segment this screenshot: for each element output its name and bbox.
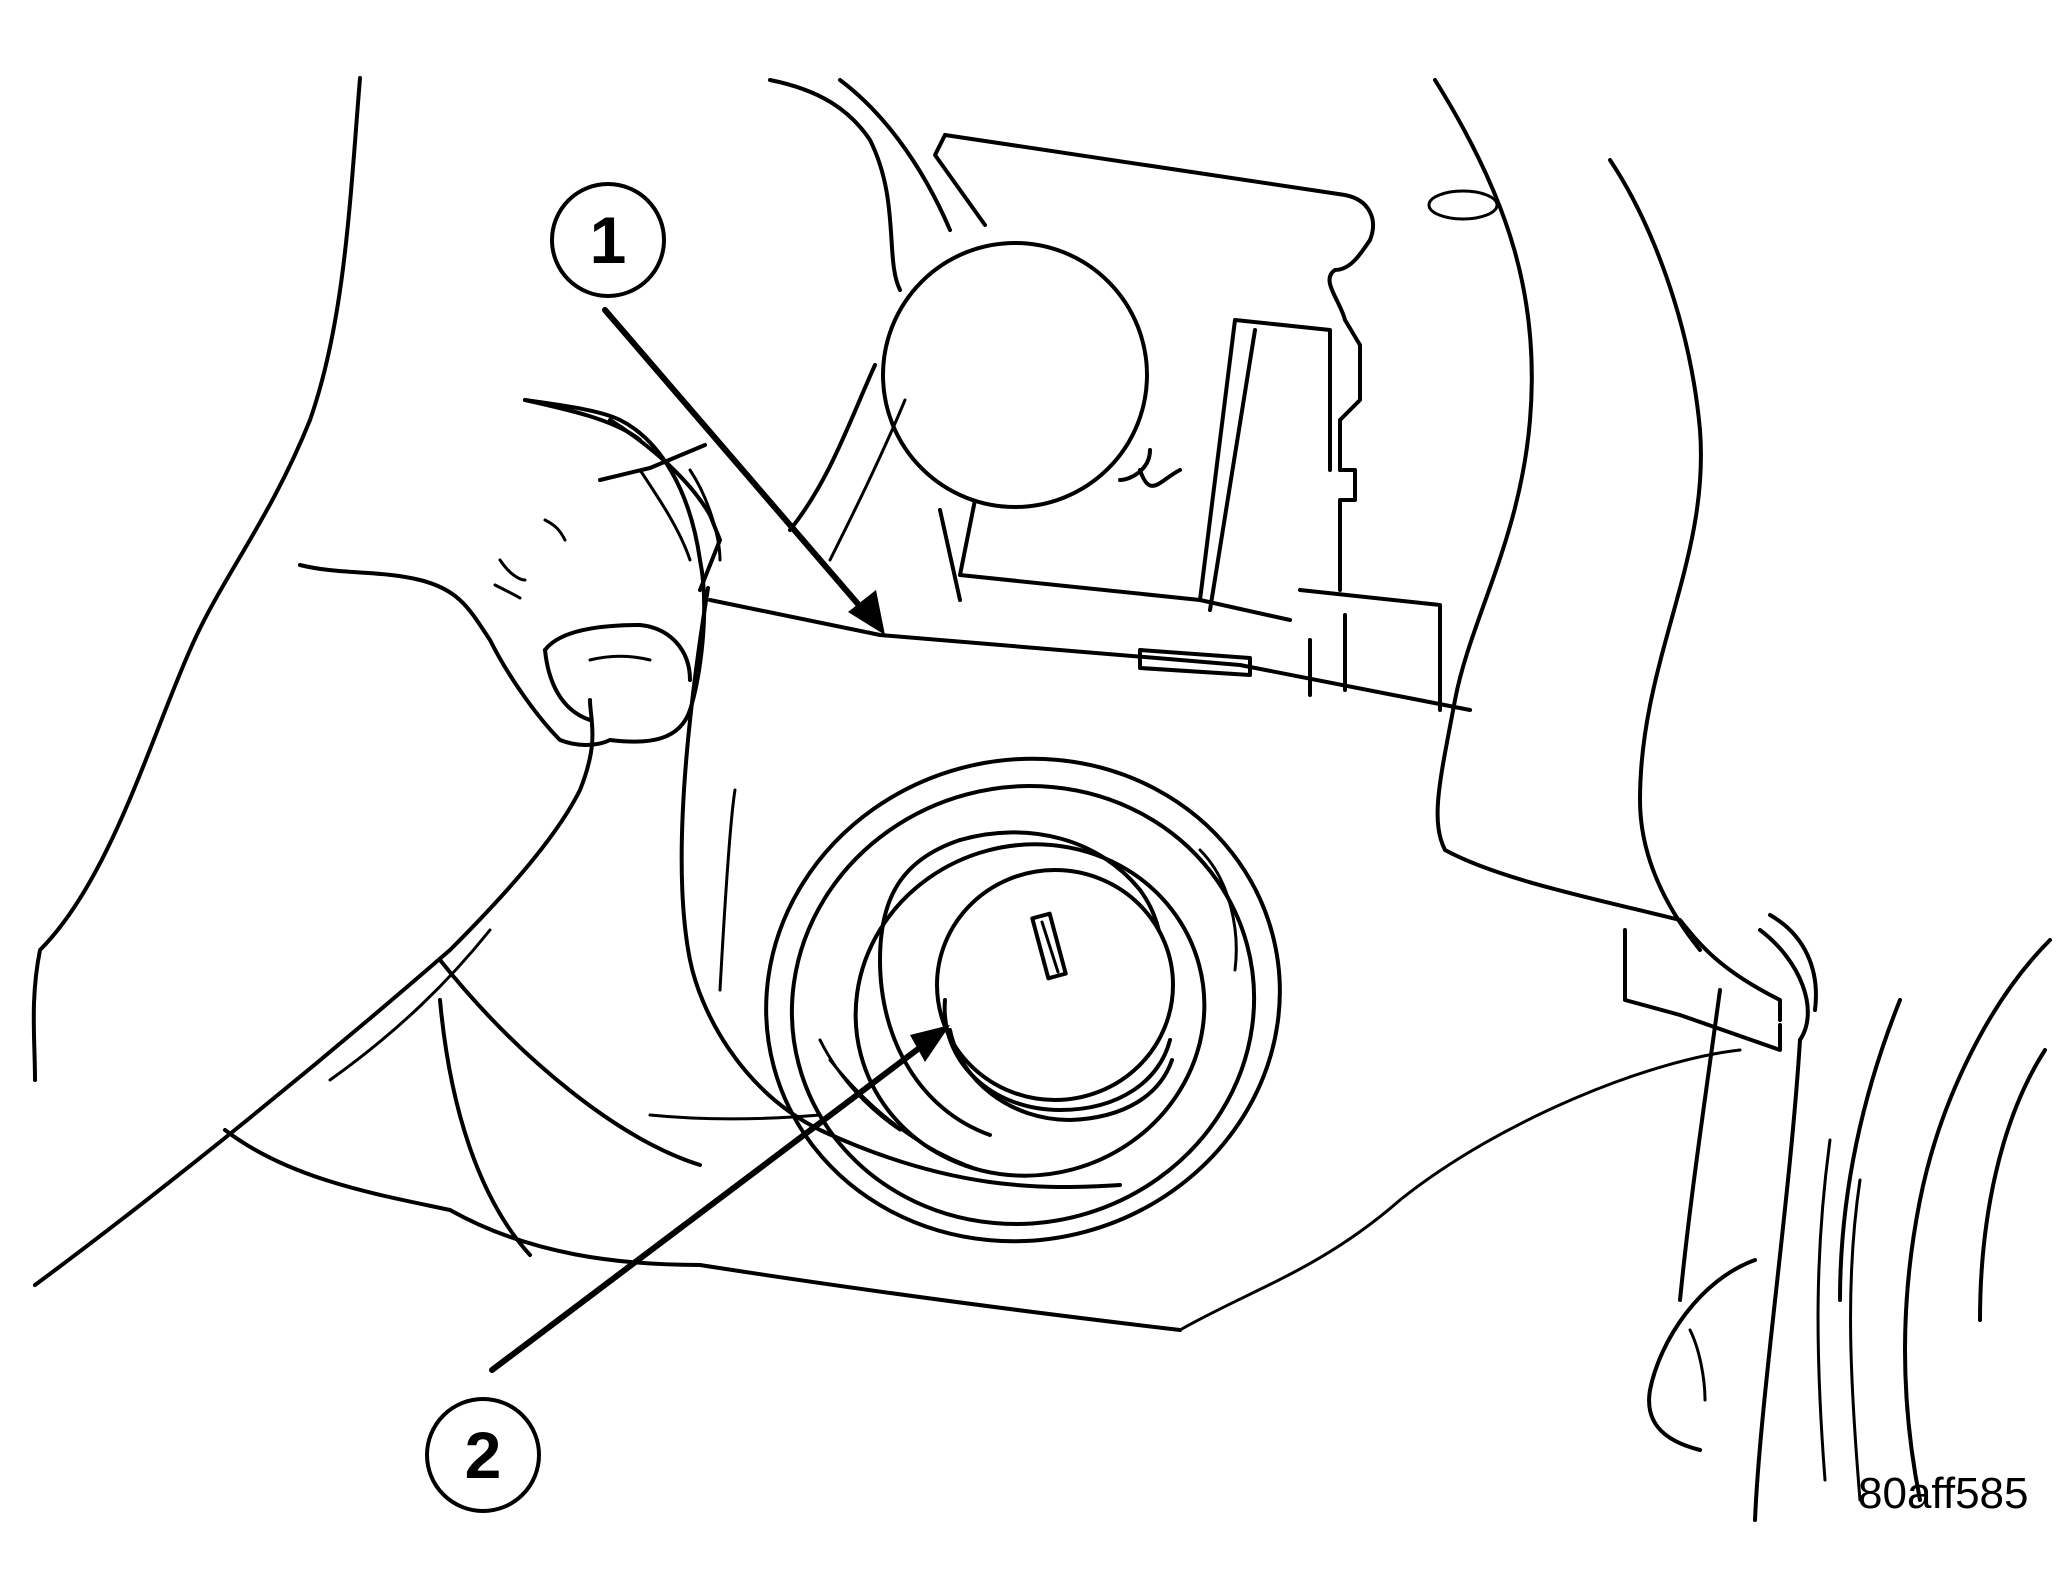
callout-2-label: 2 — [465, 1418, 502, 1492]
right-shell — [1433, 78, 1818, 1522]
arrow-1-head — [848, 590, 885, 635]
callout-arrows — [489, 307, 950, 1373]
callout-1-circle — [550, 182, 666, 298]
callout-1-label: 1 — [590, 203, 627, 277]
ignition-key-cylinder — [764, 756, 1282, 1244]
hand-illustration — [31, 76, 722, 1287]
lower-shroud — [223, 443, 1742, 1332]
arrow-2-head — [910, 1025, 950, 1062]
steering-wheel-arcs — [1647, 938, 2052, 1502]
knob — [788, 241, 1149, 562]
callout-2: 2 — [425, 1397, 541, 1513]
lock-housing — [933, 133, 1499, 712]
callout-1: 1 — [550, 182, 666, 298]
upper-finger — [768, 78, 952, 292]
callout-2-circle — [425, 1397, 541, 1513]
figure-code: 80aff585 — [1858, 1469, 2028, 1518]
